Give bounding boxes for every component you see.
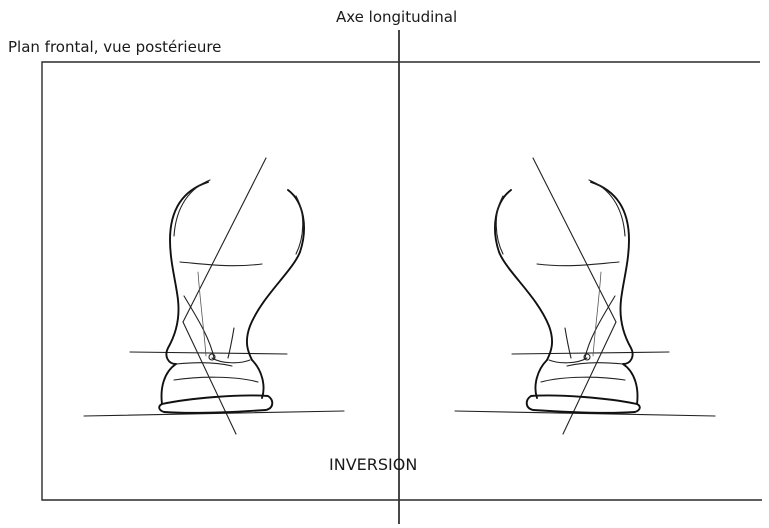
- right-oblique-axis: [533, 158, 616, 322]
- axis-label: Axe longitudinal: [336, 8, 457, 26]
- right-horizontal-line: [512, 352, 669, 354]
- plane-label: Plan frontal, vue postérieure: [8, 38, 221, 56]
- left-oblique-axis: [183, 158, 266, 322]
- right-foot-sketch: [455, 158, 715, 434]
- frame-border: [42, 62, 762, 500]
- left-horizontal-line: [130, 352, 287, 354]
- left-foot-sketch: [84, 158, 344, 434]
- caption-label: INVERSION: [329, 455, 417, 474]
